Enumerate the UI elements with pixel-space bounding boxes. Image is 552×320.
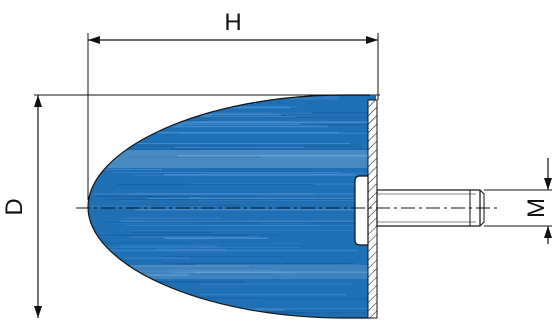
texture-highlight	[88, 265, 376, 279]
thread-dimension: M	[484, 158, 552, 244]
thread-label: M	[523, 198, 550, 218]
height-label: H	[224, 9, 241, 36]
rubber-body-outline	[87, 94, 370, 319]
mounting-plate	[367, 99, 378, 319]
diameter-label: D	[1, 198, 28, 215]
texture-highlight	[88, 150, 376, 168]
rubber-body	[88, 95, 376, 318]
rubber-texture	[88, 95, 376, 316]
height-dimension: H	[88, 9, 378, 44]
diameter-dimension: D	[1, 95, 42, 318]
embedded-insert	[354, 175, 369, 246]
